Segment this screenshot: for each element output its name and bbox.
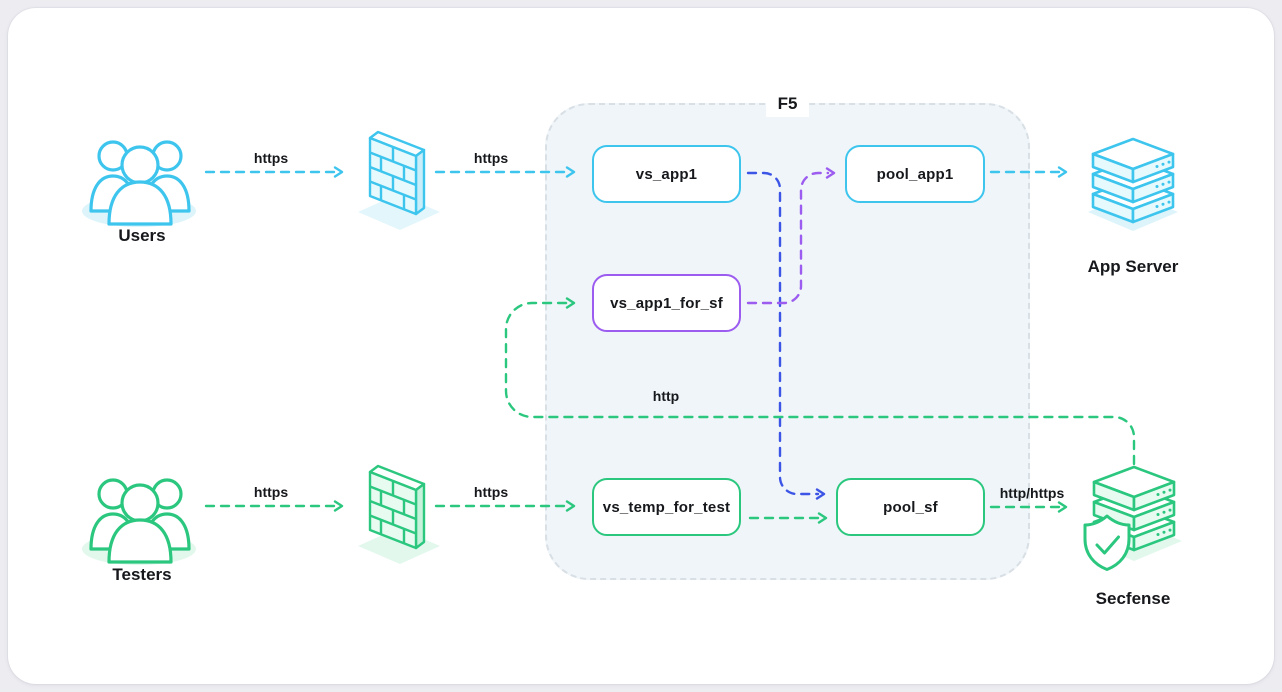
- node-vs-app1-for-sf-label: vs_app1_for_sf: [610, 294, 723, 312]
- edge-secfense-to-vs-app1-for-sf: [504, 297, 1136, 466]
- node-pool-app1: pool_app1: [845, 145, 985, 203]
- edge-label-http-return: http: [652, 388, 680, 404]
- node-vs-app1-label: vs_app1: [635, 165, 698, 183]
- node-vs-app1: vs_app1: [592, 145, 741, 203]
- users-label: Users: [118, 226, 166, 245]
- app-server-label: App Server: [1087, 257, 1179, 276]
- server-stack-icon: [1078, 122, 1188, 240]
- edge-vs-app1-for-sf-to-pool-app1: [746, 167, 836, 305]
- f5-label: F5: [765, 91, 810, 117]
- checkmark-icon: [1095, 535, 1120, 555]
- node-vs-app1-for-sf: vs_app1_for_sf: [592, 274, 741, 332]
- firewall-icon: [352, 458, 442, 568]
- secfense-label: Secfense: [1095, 589, 1171, 608]
- node-pool-sf: pool_sf: [836, 478, 985, 536]
- node-vs-temp-for-test-label: vs_temp_for_test: [602, 498, 731, 516]
- users-group-icon: [77, 472, 207, 572]
- users-group-icon: [77, 134, 207, 234]
- edge-label-http-https: http/https: [999, 485, 1065, 501]
- edge-label-https-vs-app1: https: [473, 150, 509, 166]
- node-pool-app1-label: pool_app1: [876, 165, 954, 183]
- edge-vs-app1-to-pool-sf: [746, 171, 826, 500]
- edge-label-https-testers: https: [253, 484, 289, 500]
- edge-label-https-vs-temp: https: [473, 484, 509, 500]
- testers-label: Testers: [112, 565, 172, 584]
- node-vs-temp-for-test: vs_temp_for_test: [592, 478, 741, 536]
- node-pool-sf-label: pool_sf: [883, 498, 938, 516]
- firewall-icon: [352, 124, 442, 234]
- edge-label-https-users: https: [253, 150, 289, 166]
- shield-server-icon: [1072, 444, 1192, 579]
